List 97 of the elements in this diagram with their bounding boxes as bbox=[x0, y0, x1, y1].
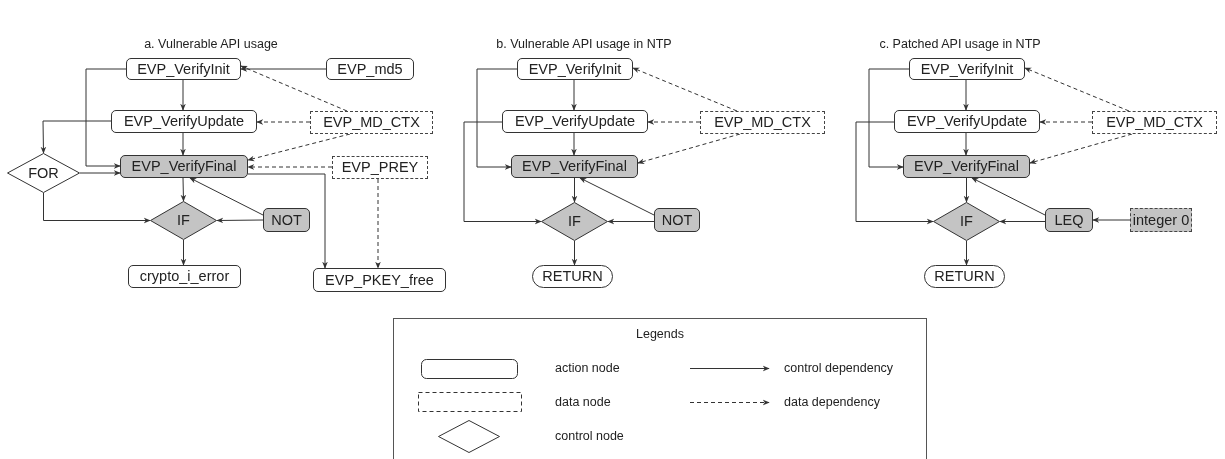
action-node bbox=[126, 58, 241, 80]
node-label: EVP_VerifyInit bbox=[528, 61, 622, 77]
dashed-arrow bbox=[247, 133, 351, 162]
arrow bbox=[963, 132, 969, 156]
node-label: EVP_VerifyUpdate bbox=[906, 114, 1028, 129]
arrow bbox=[180, 79, 186, 111]
dashed-arrow bbox=[1024, 67, 1130, 112]
action-node bbox=[326, 58, 414, 80]
action-node bbox=[128, 265, 241, 288]
action-node bbox=[111, 110, 257, 133]
arrow bbox=[868, 68, 910, 170]
return-node bbox=[924, 265, 1005, 288]
dashed-arrow bbox=[375, 178, 381, 269]
arrow bbox=[216, 217, 264, 224]
dashed-arrow bbox=[637, 133, 741, 164]
dashed-arrow bbox=[1029, 133, 1133, 164]
node-label: IF bbox=[177, 213, 190, 228]
control-diamond bbox=[933, 202, 1000, 241]
action-node bbox=[894, 110, 1040, 133]
legend-label: data node bbox=[555, 396, 611, 409]
control-diamond bbox=[7, 153, 80, 193]
arrow bbox=[85, 68, 127, 169]
node-label: integer 0 bbox=[1132, 212, 1190, 228]
dashed-arrow bbox=[1039, 119, 1093, 125]
arrow bbox=[180, 177, 187, 202]
node-label: EVP_MD_CTX bbox=[323, 115, 420, 130]
data-node bbox=[332, 156, 428, 179]
dashed-arrow bbox=[247, 164, 333, 170]
action-node bbox=[1045, 208, 1093, 232]
arrow bbox=[963, 177, 970, 203]
arrow bbox=[43, 192, 151, 224]
return-node bbox=[532, 265, 613, 288]
arrow bbox=[180, 132, 186, 156]
arrow bbox=[607, 218, 655, 225]
action-node bbox=[511, 155, 638, 178]
arrow bbox=[571, 132, 577, 156]
node-label: EVP_VerifyUpdate bbox=[514, 114, 636, 129]
legend-title: Legends bbox=[636, 328, 684, 341]
action-node bbox=[517, 58, 633, 80]
node-label: IF bbox=[960, 214, 973, 229]
node-label: EVP_VerifyInit bbox=[137, 61, 230, 77]
arrow bbox=[463, 121, 542, 225]
legend-label: control node bbox=[555, 430, 624, 443]
control-diamond bbox=[150, 201, 217, 240]
action-node bbox=[909, 58, 1025, 80]
data-node bbox=[700, 111, 825, 134]
action-node bbox=[502, 110, 648, 133]
node-label: NOT bbox=[661, 212, 693, 228]
arrow bbox=[571, 79, 577, 111]
dashed-arrow bbox=[647, 119, 701, 125]
arrow bbox=[40, 120, 112, 154]
arrow bbox=[180, 239, 187, 266]
node-label: EVP_VerifyInit bbox=[920, 61, 1014, 77]
arrow bbox=[855, 121, 934, 225]
node-label: EVP_MD_CTX bbox=[714, 115, 811, 130]
legend-label: data dependency bbox=[784, 396, 880, 409]
node-label: EVP_md5 bbox=[337, 61, 403, 77]
node-label: crypto_i_error bbox=[139, 269, 230, 284]
arrow bbox=[189, 177, 264, 216]
node-label: EVP_VerifyUpdate bbox=[123, 114, 245, 129]
node-label: EVP_VerifyFinal bbox=[522, 159, 627, 174]
node-label: EVP_PREY bbox=[341, 160, 419, 175]
node-label: IF bbox=[568, 214, 581, 229]
node-label: NOT bbox=[271, 212, 302, 228]
arrow bbox=[476, 68, 518, 170]
legend-label: control dependency bbox=[784, 362, 894, 375]
action-node bbox=[654, 208, 700, 232]
arrow bbox=[571, 240, 578, 266]
action-node bbox=[263, 208, 310, 232]
control-diamond bbox=[541, 202, 608, 241]
arrow bbox=[1092, 217, 1131, 223]
dashed-arrow bbox=[240, 65, 348, 112]
action-node bbox=[120, 155, 248, 178]
node-label: LEQ bbox=[1054, 212, 1084, 228]
arrow bbox=[963, 240, 970, 266]
node-label: RETURN bbox=[542, 269, 603, 284]
dashed-arrow bbox=[256, 119, 311, 125]
data-node bbox=[310, 111, 433, 134]
arrow bbox=[579, 177, 655, 216]
node-label: EVP_MD_CTX bbox=[1106, 115, 1203, 130]
node-label: FOR bbox=[28, 165, 59, 181]
node-label: EVP_VerifyFinal bbox=[131, 159, 237, 174]
arrow bbox=[963, 79, 969, 111]
arrow bbox=[240, 66, 327, 72]
dashed-arrow bbox=[632, 67, 738, 112]
arrow bbox=[571, 177, 578, 203]
arrow bbox=[247, 173, 328, 269]
node-label: EVP_VerifyFinal bbox=[914, 159, 1019, 174]
arrow bbox=[999, 218, 1046, 225]
node-label: RETURN bbox=[934, 269, 995, 284]
data-node bbox=[1092, 111, 1217, 134]
arrow bbox=[79, 170, 121, 176]
node-label: EVP_PKEY_free bbox=[325, 272, 434, 288]
action-node bbox=[313, 268, 446, 292]
arrow bbox=[971, 177, 1046, 216]
legend-label: action node bbox=[555, 362, 620, 375]
action-node bbox=[903, 155, 1030, 178]
